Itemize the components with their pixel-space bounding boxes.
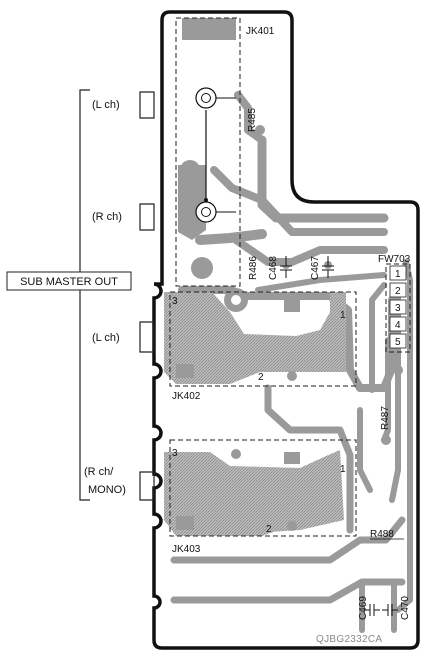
component-symbols — [280, 256, 398, 616]
r485-label: R485 — [247, 108, 258, 132]
jk402-pin-3: 3 — [172, 296, 178, 307]
sub-master-out-box — [6, 271, 132, 291]
lower-r-ch-label-1: (R ch/ — [84, 466, 114, 478]
upper-r-ch-label: (R ch) — [92, 211, 122, 223]
lower-r-ch-label-2: MONO) — [88, 484, 126, 496]
left-brackets — [79, 89, 155, 501]
fw703-pin-1: 1 — [395, 269, 401, 280]
r488-label: R488 — [370, 529, 394, 540]
fw703-pin-5: 5 — [395, 337, 401, 348]
fw703-pin-4: 4 — [395, 320, 401, 331]
jk403-outline — [169, 439, 357, 537]
lower-l-ch-label: (L ch) — [92, 332, 120, 344]
jk402-pin-2: 2 — [258, 372, 264, 383]
jk403-pin-2: 2 — [266, 524, 272, 535]
jk403-pin-1: 1 — [340, 464, 346, 475]
c468-label: C468 — [268, 256, 279, 280]
upper-l-ch-label: (L ch) — [92, 99, 120, 111]
c470-label: C470 — [400, 596, 411, 620]
jk401-outline — [175, 17, 241, 287]
fw703-pin-3: 3 — [395, 303, 401, 314]
copper-traces — [170, 18, 413, 633]
jk402-pin-1: 1 — [340, 310, 346, 321]
pads — [176, 125, 403, 531]
c469-label: C469 — [358, 596, 369, 620]
fw703-outline — [385, 263, 411, 353]
jk402-label: JK402 — [172, 391, 201, 402]
fw703-pin-2: 2 — [395, 286, 401, 297]
sub-master-out-label: SUB MASTER OUT — [20, 276, 118, 288]
c467-label: C467 — [310, 256, 321, 280]
ground-planes — [164, 292, 346, 536]
jk401-label: JK401 — [246, 26, 275, 37]
r487-label: R487 — [380, 406, 391, 430]
fw703-label: FW703 — [378, 254, 411, 265]
jk403-pin-3: 3 — [172, 448, 178, 459]
jk403-label: JK403 — [172, 544, 201, 555]
r486-label: R486 — [248, 256, 259, 280]
drawing-code: QJBG2332CA — [316, 634, 382, 645]
jk402-outline — [169, 291, 357, 387]
jk401-jack-contacts — [195, 87, 236, 223]
fw703-pin-boxes — [389, 265, 407, 349]
